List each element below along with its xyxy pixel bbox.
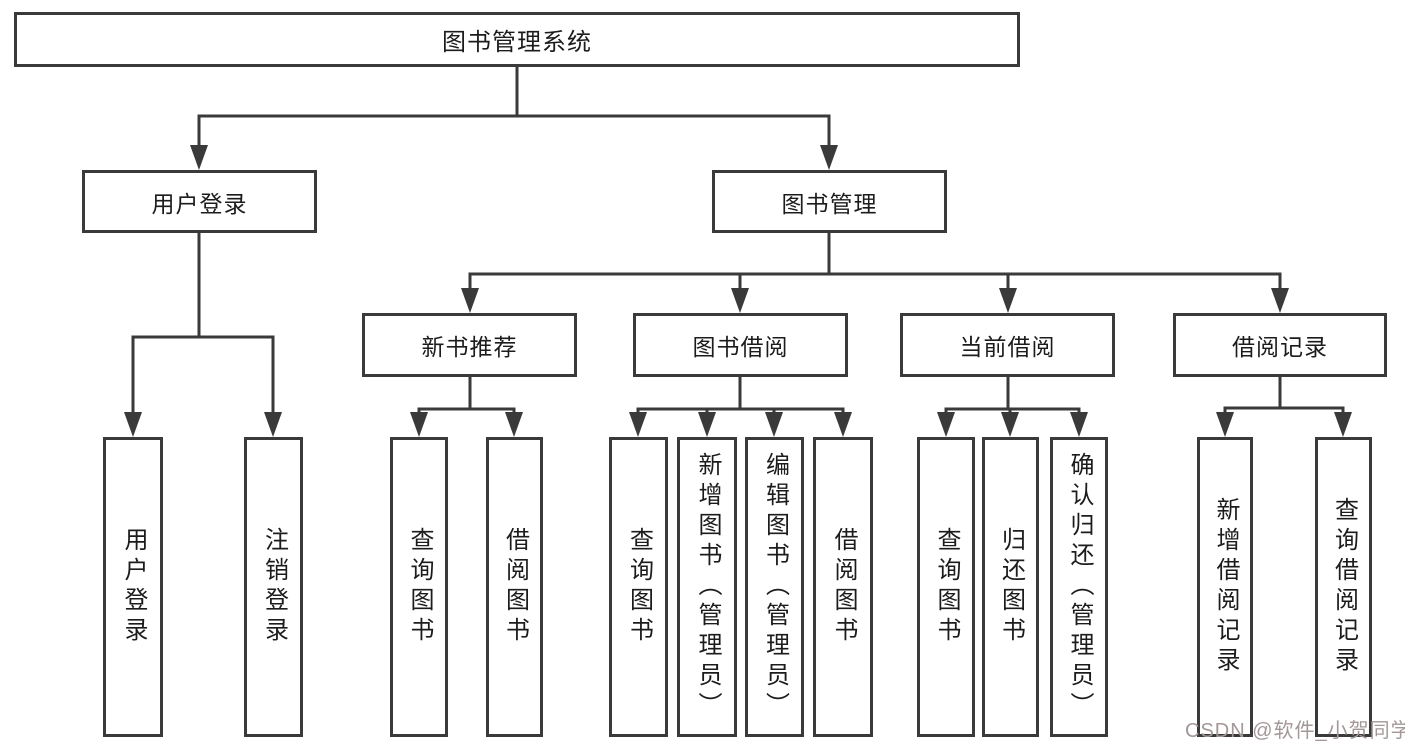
node-book-management: 图书管理 (712, 170, 947, 233)
leaf-edit-books-admin: 编辑图书（管理员） (745, 437, 804, 737)
leaf-query-books-recommend: 查询图书 (390, 437, 448, 737)
leaf-add-books-admin: 新增图书（管理员） (677, 437, 737, 737)
leaf-query-books-borrowing: 查询图书 (609, 437, 668, 737)
leaf-borrow-books-recommend: 借阅图书 (486, 437, 543, 737)
leaf-user-login: 用户登录 (103, 437, 163, 737)
leaf-add-borrow-record: 新增借阅记录 (1197, 437, 1253, 737)
leaf-return-books: 归还图书 (982, 437, 1039, 737)
node-current-borrowing: 当前借阅 (900, 313, 1115, 377)
csdn-watermark: CSDN @软件_小贺同学 (1185, 720, 1405, 742)
node-book-borrowing: 图书借阅 (633, 313, 848, 377)
leaf-borrow-books-borrowing: 借阅图书 (813, 437, 873, 737)
node-user-login: 用户登录 (82, 170, 317, 233)
leaf-confirm-return-admin: 确认归还（管理员） (1050, 437, 1108, 737)
node-library-management-system: 图书管理系统 (14, 12, 1020, 67)
leaf-query-books-current: 查询图书 (917, 437, 975, 737)
leaf-query-borrow-record: 查询借阅记录 (1315, 437, 1372, 737)
node-borrowing-records: 借阅记录 (1173, 313, 1387, 377)
node-new-book-recommendation: 新书推荐 (362, 313, 577, 377)
leaf-logout: 注销登录 (244, 437, 303, 737)
